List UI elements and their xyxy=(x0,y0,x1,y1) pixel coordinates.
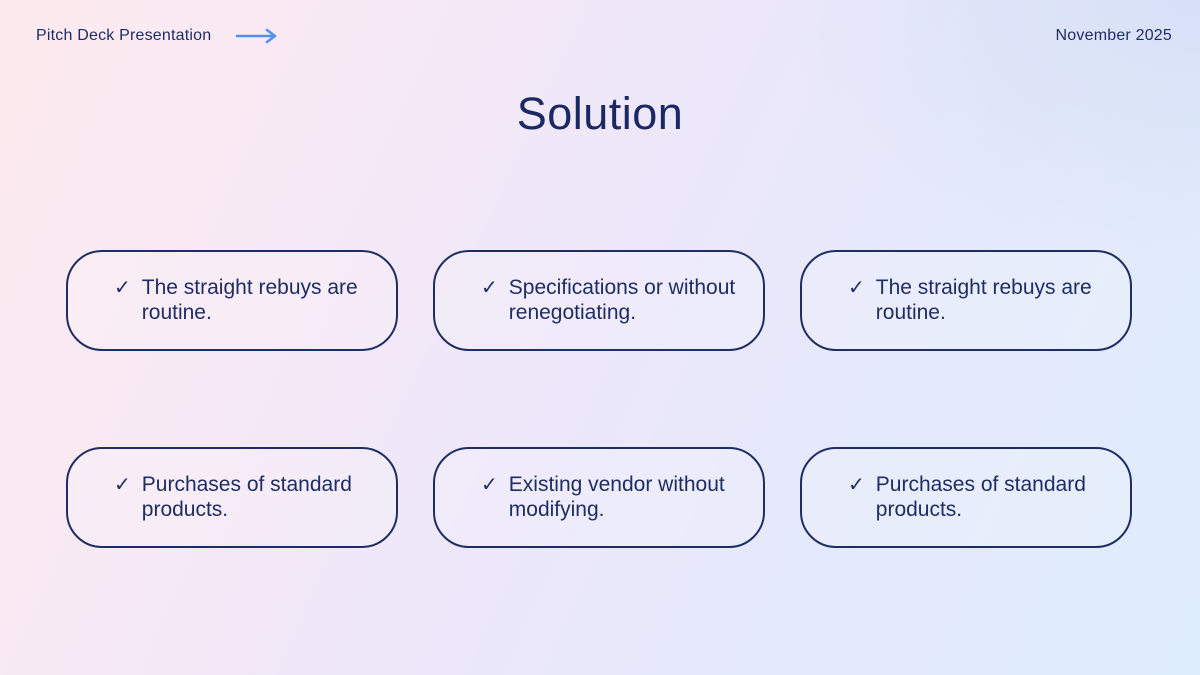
card-text: The straight rebuys are routine. xyxy=(875,275,1092,324)
date-label: November 2025 xyxy=(1055,27,1172,44)
card-purchases-1: ✓ Purchases of standard products. xyxy=(66,447,398,548)
card-purchases-2: ✓ Purchases of standard products. xyxy=(800,447,1132,548)
brand-label: Pitch Deck Presentation xyxy=(36,27,212,44)
check-icon: ✓ xyxy=(481,473,498,496)
card-text: The straight rebuys are routine. xyxy=(141,275,358,324)
check-icon: ✓ xyxy=(848,473,865,496)
check-icon: ✓ xyxy=(114,473,131,496)
long-right-arrow-icon xyxy=(235,27,279,45)
card-specifications: ✓ Specifications or without renegotiatin… xyxy=(433,250,765,351)
card-text: Purchases of standard products. xyxy=(141,472,352,521)
check-icon: ✓ xyxy=(114,276,131,299)
check-icon: ✓ xyxy=(848,276,865,299)
page-title: Solution xyxy=(516,88,684,139)
card-existing-vendor: ✓ Existing vendor without modifying. xyxy=(433,447,765,548)
card-text: Specifications or without renegotiating. xyxy=(508,275,736,324)
check-icon: ✓ xyxy=(481,276,498,299)
card-straight-rebuys-1: ✓ The straight rebuys are routine. xyxy=(66,250,398,351)
slide-header: Pitch Deck Presentation November 2025 xyxy=(36,27,1172,45)
cards-grid: ✓ The straight rebuys are routine. ✓ Spe… xyxy=(66,250,1132,548)
card-text: Purchases of standard products. xyxy=(875,472,1086,521)
card-text: Existing vendor without modifying. xyxy=(508,472,725,521)
card-straight-rebuys-2: ✓ The straight rebuys are routine. xyxy=(800,250,1132,351)
brand-block: Pitch Deck Presentation xyxy=(36,27,279,45)
